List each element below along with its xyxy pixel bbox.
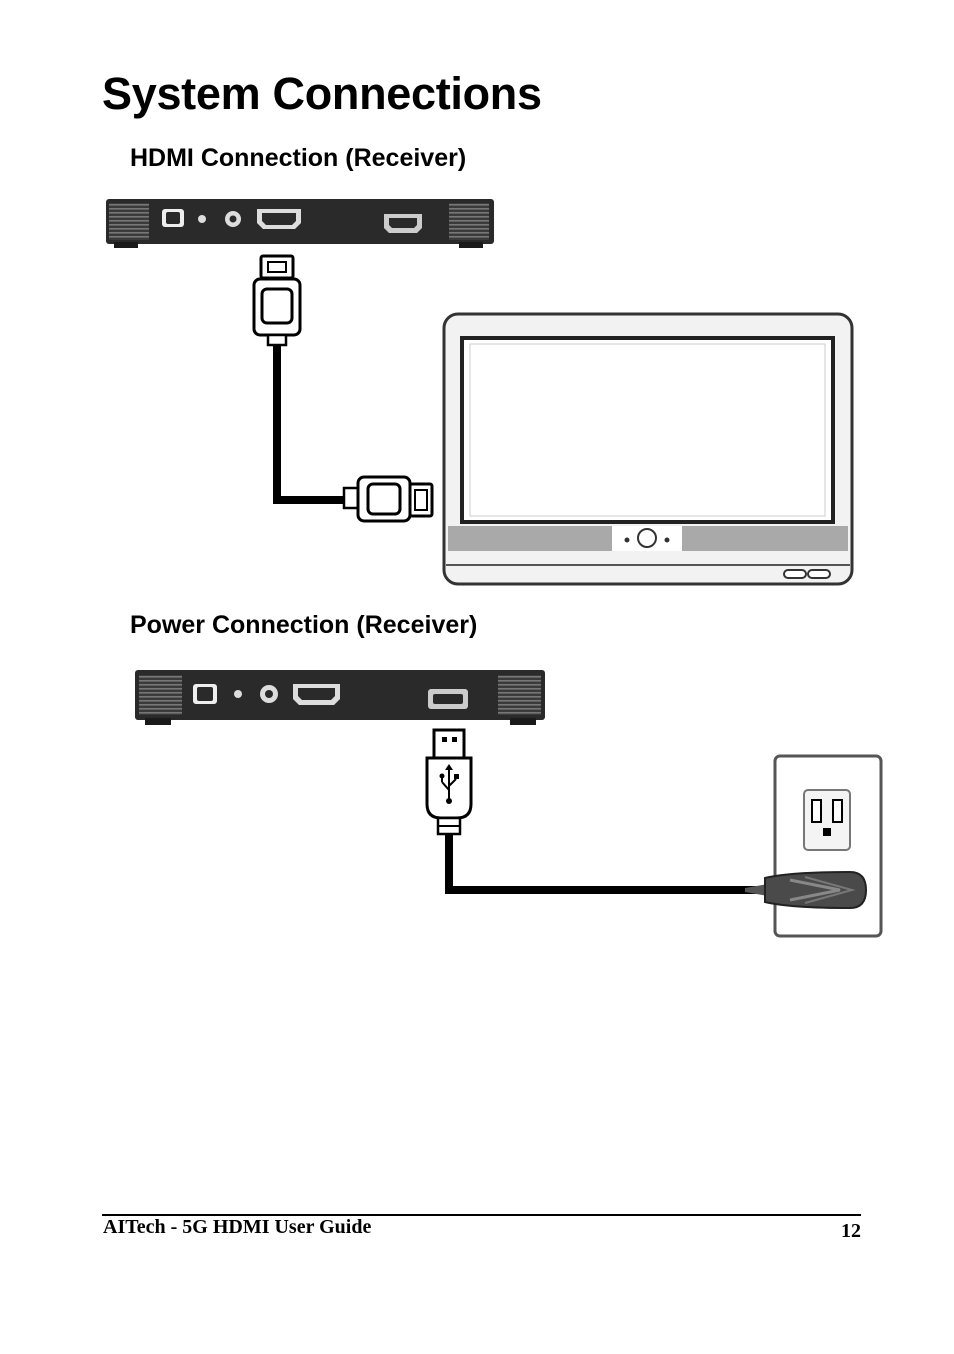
receiver-device-icon xyxy=(106,199,494,248)
power-cable-icon xyxy=(445,834,770,894)
hdmi-cable-icon xyxy=(273,345,345,504)
usb-symbol-icon xyxy=(439,764,459,804)
power-adapter-icon xyxy=(745,870,868,910)
section-heading-hdmi: HDMI Connection (Receiver) xyxy=(130,144,467,172)
hdmi-plug-icon xyxy=(342,475,434,523)
footer-divider xyxy=(102,1214,861,1216)
section-heading-power: Power Connection (Receiver) xyxy=(130,611,478,639)
footer-guide-title: AITech - 5G HDMI User Guide xyxy=(103,1216,372,1238)
tv-monitor-icon xyxy=(442,312,854,586)
page-number: 12 xyxy=(841,1220,861,1242)
hdmi-plug-icon xyxy=(252,254,302,347)
page-title: System Connections xyxy=(102,68,542,119)
receiver-device-icon xyxy=(135,670,545,725)
wall-outlet-icon xyxy=(773,754,883,938)
